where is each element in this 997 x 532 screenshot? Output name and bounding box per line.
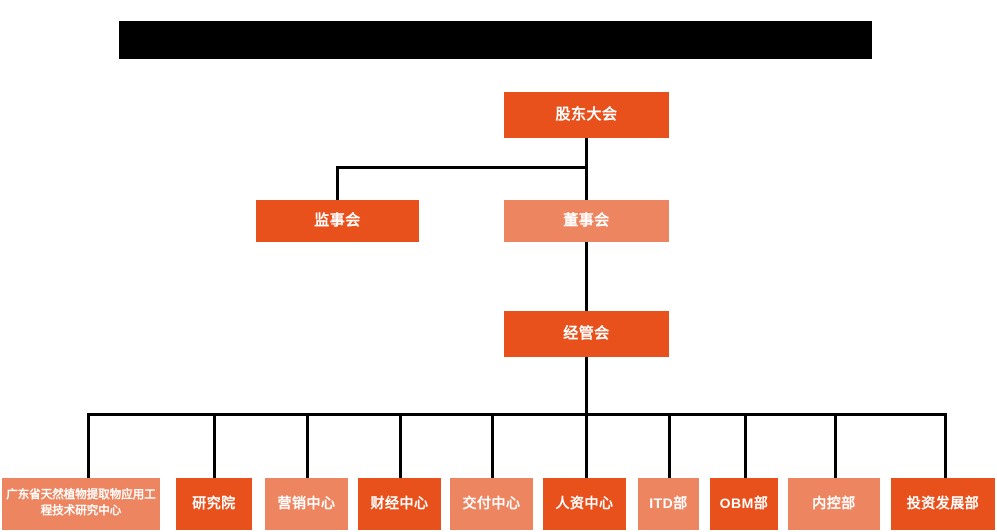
node-delivery-center[interactable]: 交付中心 [450, 478, 533, 530]
node-itd-department[interactable]: ITD部 [638, 478, 699, 530]
connector-drop-obm-department [744, 413, 747, 478]
connector-drop-itd-department [668, 413, 671, 478]
connector-drop-internal-control [834, 413, 837, 478]
node-label: 监事会 [314, 211, 361, 229]
connector-shareholders-down [585, 138, 588, 169]
node-label: 广东省天然植物提取物应用工程技术研究中心 [6, 489, 156, 517]
connector-directors-to-management [585, 242, 588, 311]
connector-drop-hr-center [585, 413, 588, 478]
node-board-of-directors[interactable]: 董事会 [504, 200, 669, 242]
node-label: 营销中心 [277, 495, 336, 512]
node-label: 人资中心 [555, 495, 614, 512]
node-marketing-center[interactable]: 营销中心 [265, 478, 348, 530]
connector-bus-level4 [87, 413, 947, 416]
node-label: 财经中心 [370, 495, 429, 512]
node-label: 研究院 [192, 495, 236, 512]
node-label: 内控部 [812, 495, 856, 512]
node-board-of-supervisors[interactable]: 监事会 [256, 200, 419, 242]
node-research-center[interactable]: 广东省天然植物提取物应用工程技术研究中心 [2, 478, 160, 530]
connector-bus-level2 [336, 166, 587, 169]
node-obm-department[interactable]: OBM部 [710, 478, 778, 530]
node-finance-center[interactable]: 财经中心 [358, 478, 441, 530]
connector-drop-finance-center [399, 413, 402, 478]
node-label: 交付中心 [462, 495, 521, 512]
node-label: 董事会 [563, 211, 610, 229]
node-label: 经管会 [563, 324, 610, 342]
node-label: OBM部 [719, 495, 769, 512]
connector-to-supervisors [336, 166, 339, 200]
connector-drop-delivery-center [491, 413, 494, 478]
node-shareholders-meeting[interactable]: 股东大会 [504, 92, 669, 138]
connector-drop-investment-development [944, 413, 947, 478]
connector-drop-research-institute [213, 413, 216, 478]
node-investment-development-department[interactable]: 投资发展部 [891, 478, 995, 530]
connector-management-to-bus [585, 357, 588, 415]
connector-drop-marketing-center [306, 413, 309, 478]
redaction-bar [119, 21, 872, 59]
node-label: ITD部 [649, 495, 688, 512]
node-label: 股东大会 [555, 105, 618, 123]
node-label: 投资发展部 [906, 495, 980, 512]
node-management-committee[interactable]: 经管会 [504, 311, 669, 357]
connector-drop-research-center [87, 413, 90, 478]
node-research-institute[interactable]: 研究院 [176, 478, 252, 530]
node-internal-control-department[interactable]: 内控部 [788, 478, 880, 530]
connector-to-directors [585, 166, 588, 200]
node-hr-center[interactable]: 人资中心 [543, 478, 626, 530]
